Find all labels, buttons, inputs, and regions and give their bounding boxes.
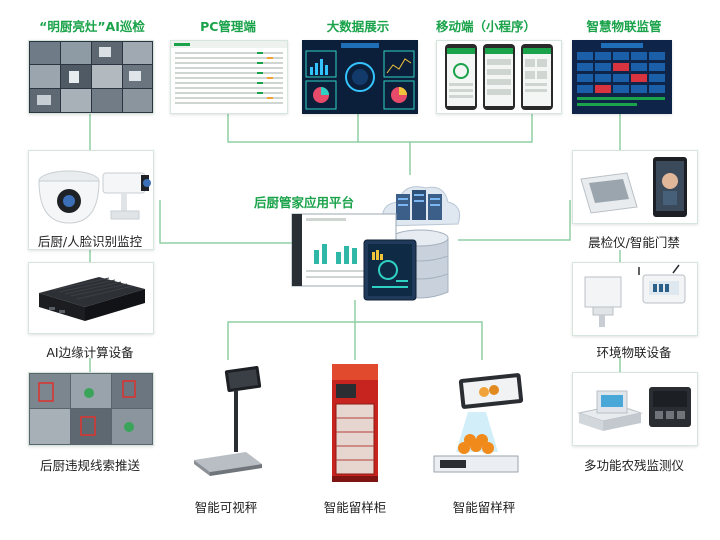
env-iot-image [572, 262, 698, 336]
sample-scale-label: 智能留样秤 [452, 500, 516, 515]
pesticide-detector-image [577, 387, 691, 431]
sample-cabinet-label: 智能留样柜 [323, 500, 387, 515]
left-to-platform-line [159, 200, 298, 244]
sample-cabinet-image [332, 364, 378, 482]
edge-box-image [39, 277, 145, 321]
morning-check-device-image [580, 157, 687, 217]
iot-monitor-title: 智慧物联监管 [586, 19, 662, 34]
morning-check-image [572, 150, 698, 224]
visual-scale-graphic [186, 360, 266, 480]
phones-image [445, 44, 553, 110]
cctv-grid-image [30, 42, 152, 112]
big-data-title: 大数据展示 [326, 19, 390, 34]
morning-check-label: 晨检仪/智能门禁 [588, 235, 680, 250]
mobile-screen [436, 40, 562, 114]
visual-scale-label: 智能可视秤 [194, 500, 258, 515]
platform-image [291, 186, 461, 301]
pesticide-image [572, 372, 698, 446]
ai-patrol-title: “明厨亮灶”AI巡检 [39, 19, 145, 34]
dashboard-image [305, 43, 415, 110]
ai-patrol-video-wall [28, 40, 154, 114]
sample-scale-image [433, 373, 524, 473]
env-iot-label: 环境物联设备 [596, 345, 672, 360]
camera-label: 后厨/人脸识别监控 [37, 234, 143, 249]
kitchen-grid-image [30, 374, 152, 444]
pc-table-image [171, 41, 287, 104]
mobile-title: 移动端（小程序） [435, 19, 536, 34]
top-bus-line [227, 112, 533, 143]
right-to-platform-line [458, 200, 571, 241]
platform-title: 后厨管家应用平台 [253, 195, 354, 210]
sample-cabinet-graphic [330, 360, 380, 486]
violation-image [28, 372, 154, 446]
sample-scale-graphic [426, 372, 526, 484]
env-sensors-image [584, 264, 686, 327]
visual-scale-image [194, 365, 262, 476]
violation-label: 后厨违规线索推送 [39, 458, 140, 473]
pc-admin-title: PC管理端 [200, 19, 256, 34]
pesticide-label: 多功能农残监测仪 [583, 458, 684, 473]
platform-graphic [288, 168, 464, 308]
iot-dashboard-image [577, 43, 665, 106]
edge-device-image [28, 262, 154, 334]
iot-monitor-screen [572, 40, 672, 114]
camera-device-image [28, 150, 154, 250]
big-data-screen [302, 40, 418, 114]
edge-label: AI边缘计算设备 [46, 345, 134, 360]
pc-admin-screen [170, 40, 288, 114]
cameras-image [38, 170, 151, 224]
